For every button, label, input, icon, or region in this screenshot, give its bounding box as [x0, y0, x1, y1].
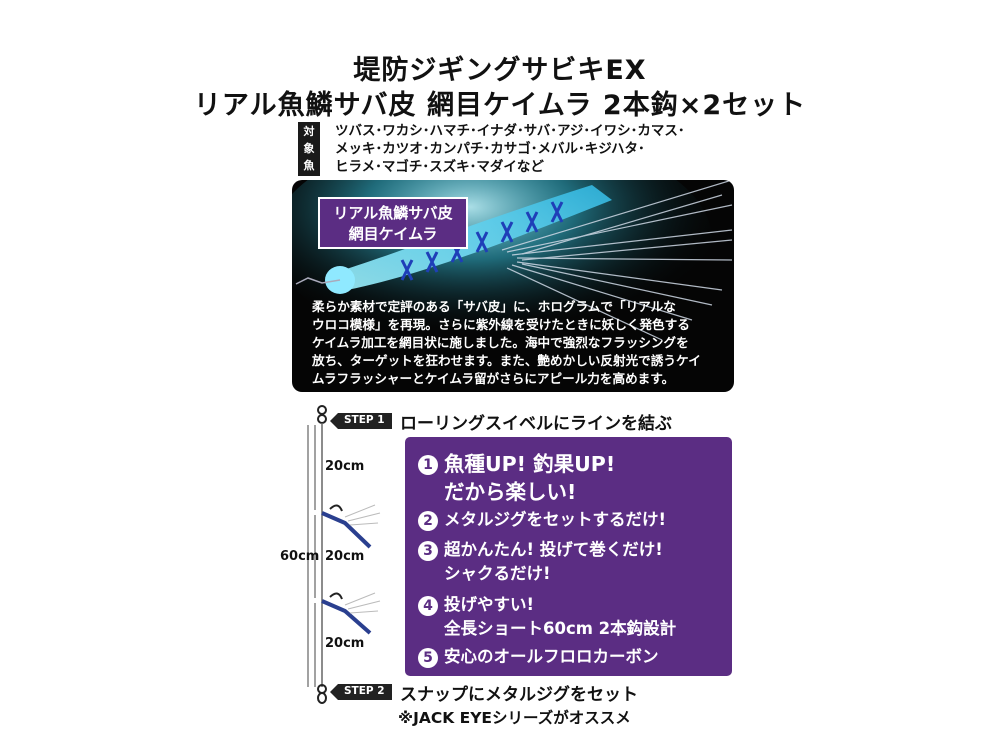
number-2-icon: 2: [418, 510, 438, 531]
snap-icon: [317, 684, 327, 704]
sabiki-hook-icon: [321, 504, 381, 549]
step-1-text: ローリングスイベルにラインを結ぶ: [400, 414, 672, 434]
number-3-icon: 3: [418, 540, 438, 561]
step-1-tag: STEP 1: [330, 413, 392, 429]
step-2-text: スナップにメタルジグをセット: [400, 685, 638, 705]
target-fish-label: 対 象 魚: [298, 122, 320, 176]
product-description: 柔らか素材で定評のある「サバ皮」に、ホログラムで「リアルな ウロコ模様」を再現。…: [312, 299, 701, 386]
number-1-icon: 1: [418, 455, 438, 475]
product-title-line1: 堤防ジギングサビキEX: [353, 55, 647, 86]
total-length: 60cm: [280, 549, 320, 564]
number-5-icon: 5: [418, 647, 438, 668]
target-fish-section: 対 象 魚 ツバス･ワカシ･ハマチ･イナダ･サバ･アジ･イワシ･カマス･ メッキ…: [298, 122, 738, 177]
rolling-swivel-icon: [317, 405, 327, 424]
recommendation-note: ※JACK EYEシリーズがオススメ: [398, 709, 631, 727]
rig-diagram: [307, 405, 381, 704]
product-title-line2: リアル魚鱗サバ皮 網目ケイムラ 2本鈎×2セット: [193, 90, 807, 121]
sabiki-hook-icon: [321, 592, 381, 635]
material-badge: リアル魚鱗サバ皮 網目ケイムラ: [318, 197, 468, 249]
segment-length-2: 20cm: [325, 549, 365, 564]
product-image-panel: [292, 180, 734, 392]
features-box: [405, 437, 732, 676]
segment-length-1: 20cm: [325, 459, 365, 474]
step-2-tag: STEP 2: [330, 684, 392, 700]
segment-length-3: 20cm: [325, 636, 365, 651]
number-4-icon: 4: [418, 595, 438, 616]
target-fish-list: ツバス･ワカシ･ハマチ･イナダ･サバ･アジ･イワシ･カマス･ メッキ･カツオ･カ…: [335, 123, 685, 175]
